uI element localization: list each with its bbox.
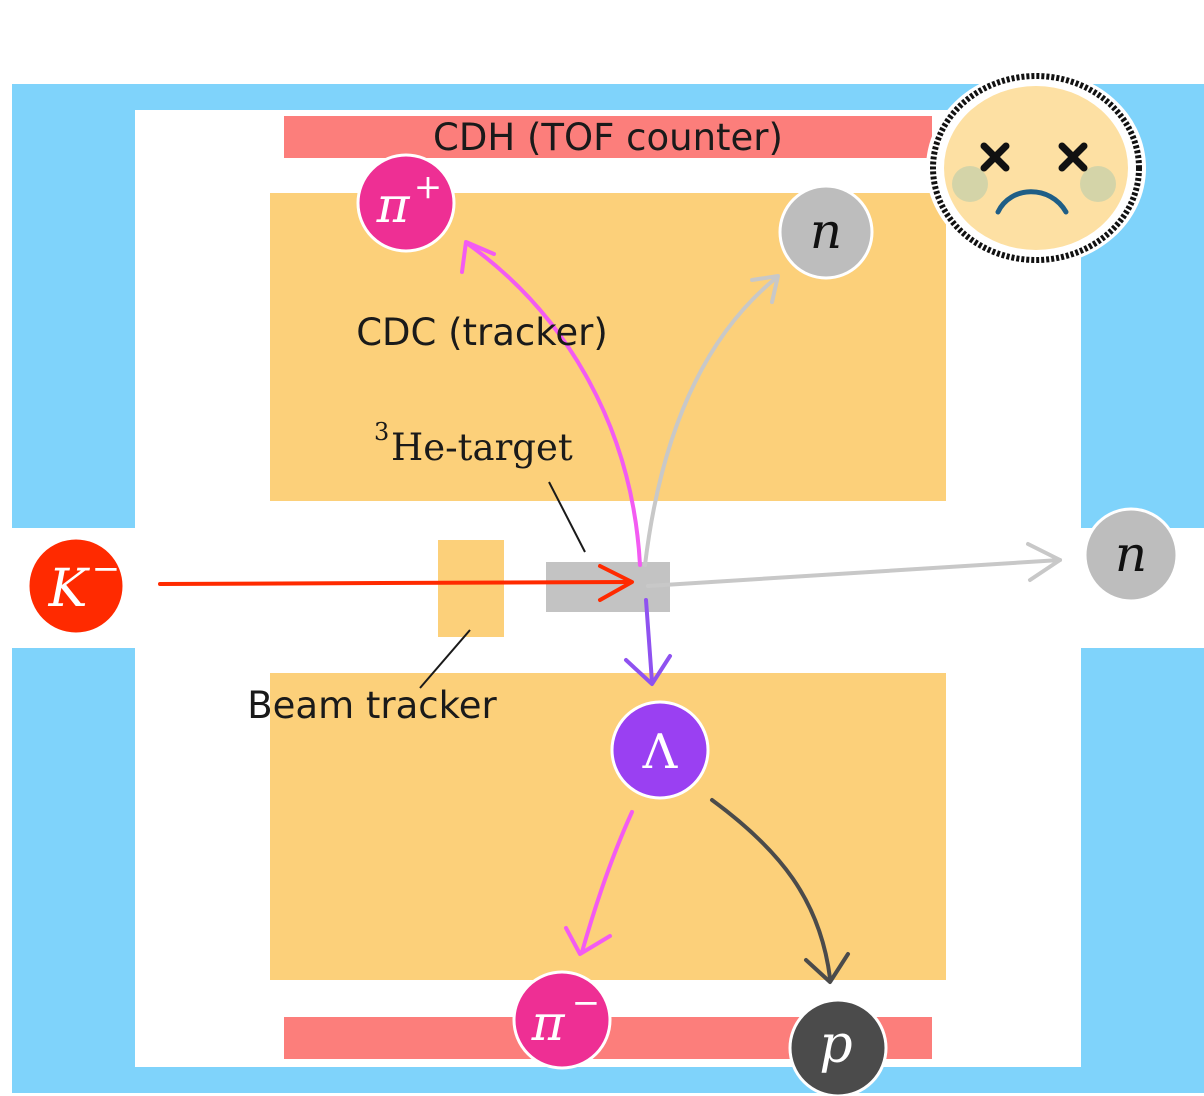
beam-tracker-pointer-line bbox=[419, 629, 471, 689]
particle-proton: p bbox=[788, 998, 888, 1096]
sad-face-mouth bbox=[995, 189, 1069, 215]
proton-circle bbox=[788, 998, 888, 1096]
piminus-symbol: π bbox=[531, 994, 566, 1052]
cdh-top-bar bbox=[284, 116, 932, 158]
lambda-circle bbox=[610, 700, 710, 800]
lambda-track bbox=[644, 598, 654, 684]
sad-face-icon bbox=[926, 70, 1146, 266]
cdc-lower bbox=[270, 673, 946, 980]
n-right-circle bbox=[1083, 507, 1179, 603]
piplus-arrowhead bbox=[460, 240, 496, 274]
kminus-track bbox=[158, 580, 632, 586]
piminus-track bbox=[580, 810, 634, 954]
target-pointer-line bbox=[548, 481, 586, 553]
cdc-label: CDC (tracker) bbox=[356, 311, 608, 354]
particle-n-right: n bbox=[1083, 507, 1179, 603]
lambda-symbol: Λ bbox=[642, 724, 679, 780]
n-top-symbol: n bbox=[810, 202, 842, 260]
particle-kminus: K − bbox=[26, 536, 126, 636]
particle-piplus: π + bbox=[356, 153, 456, 253]
proton-arrowhead bbox=[804, 952, 850, 984]
proton-symbol: p bbox=[819, 1015, 852, 1075]
sad-face-left-cheek bbox=[952, 166, 988, 202]
particle-piminus: π − bbox=[512, 970, 612, 1070]
target-label-superscript: 3 bbox=[374, 418, 389, 446]
piplus-charge: + bbox=[414, 167, 443, 207]
particle-lambda: Λ bbox=[610, 700, 710, 800]
kminus-circle bbox=[26, 536, 126, 636]
kminus-charge: − bbox=[92, 549, 121, 589]
neutron-forward-arrowhead bbox=[1026, 542, 1062, 582]
particle-n-top: n bbox=[778, 184, 874, 280]
neutron-up-track bbox=[643, 276, 778, 567]
piplus-symbol: π bbox=[376, 176, 411, 234]
piplus-track bbox=[466, 242, 642, 567]
sad-face-outline bbox=[930, 73, 1142, 263]
beam-tracker bbox=[438, 540, 504, 637]
n-top-circle bbox=[778, 184, 874, 280]
kminus-arrowhead bbox=[598, 564, 634, 602]
neutron-up-arrowhead bbox=[750, 274, 780, 304]
kminus-symbol: K bbox=[48, 559, 91, 619]
sad-face-right-cheek bbox=[1080, 166, 1116, 202]
sad-face-eyes bbox=[980, 142, 1088, 172]
lambda-arrowhead bbox=[624, 654, 672, 686]
piplus-circle bbox=[356, 153, 456, 253]
sad-face-fill bbox=[944, 86, 1128, 250]
target-label: He-target bbox=[391, 426, 573, 469]
n-right-symbol: n bbox=[1115, 525, 1147, 583]
beam-tracker-label: Beam tracker bbox=[247, 684, 497, 727]
piminus-circle bbox=[512, 970, 612, 1070]
piminus-arrowhead bbox=[564, 926, 612, 956]
neutron-forward-track bbox=[646, 558, 1062, 588]
piminus-charge: − bbox=[572, 983, 601, 1023]
cdh-label: CDH (TOF counter) bbox=[433, 116, 783, 159]
proton-track bbox=[710, 798, 832, 980]
